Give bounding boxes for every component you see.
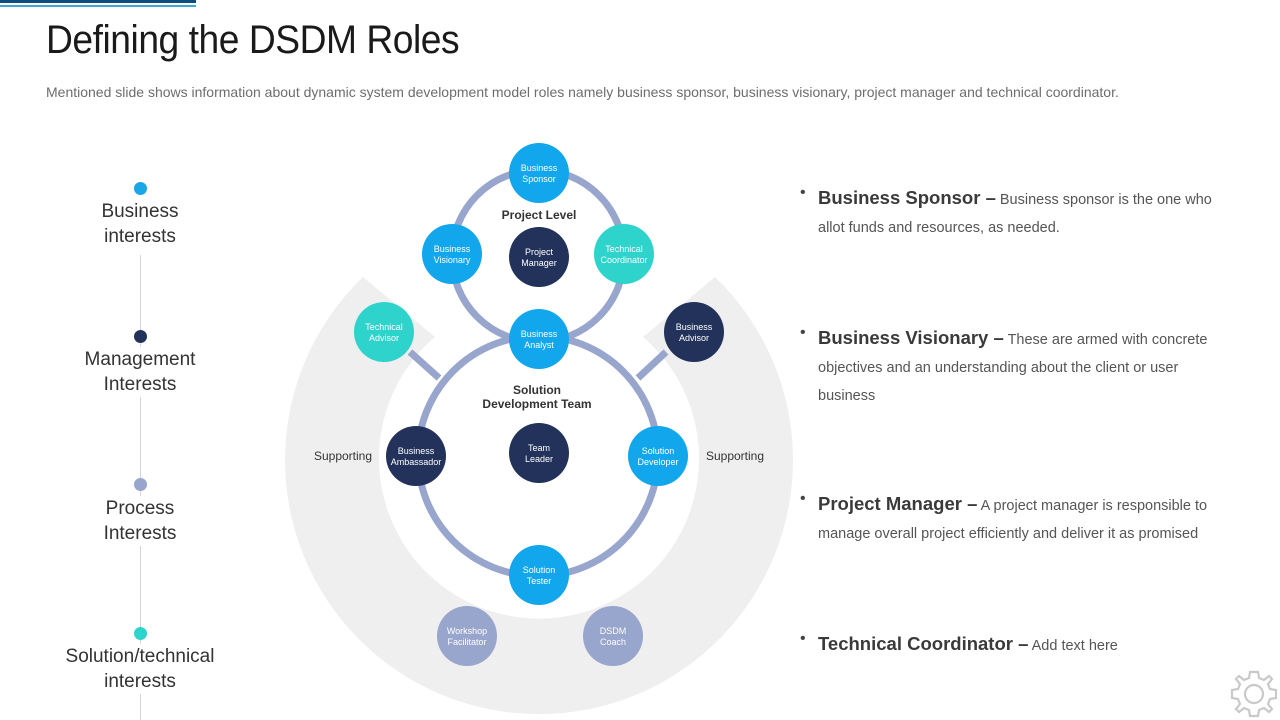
bullet-marker: •: [800, 630, 806, 647]
bullet-marker: •: [800, 184, 806, 201]
node-solution-tester: Solution Tester: [509, 545, 569, 605]
timeline-label-management: Management Interests: [40, 347, 240, 397]
timeline-dot-process: [134, 478, 147, 491]
bullet-heading: Project Manager –: [818, 493, 978, 514]
node-label-line: Business: [398, 446, 435, 456]
bullet-marker: •: [800, 324, 806, 341]
node-business-ambassador: Business Ambassador: [386, 426, 446, 486]
node-label-line: Advisor: [369, 333, 399, 343]
node-label-line: Business: [434, 244, 471, 254]
node-dsdm-coach: DSDM Coach: [583, 606, 643, 666]
node-label-line: Manager: [521, 258, 557, 268]
node-project-manager: Project Manager: [509, 227, 569, 287]
node-business-advisor: Business Advisor: [664, 302, 724, 362]
timeline-label-line: interests: [104, 671, 176, 692]
node-label-line: Ambassador: [391, 457, 442, 467]
timeline-label-line: Business: [101, 201, 179, 222]
node-label-line: DSDM: [600, 626, 627, 636]
bullet-technical-coordinator: • Technical Coordinator – Add text here: [800, 630, 1220, 660]
connector-technical-advisor: [407, 349, 442, 381]
supporting-arc: [285, 277, 794, 715]
bullet-text: Business sponsor is the one who allot fu…: [818, 192, 1212, 236]
bullet-heading: Business Sponsor –: [818, 187, 996, 208]
bullet-text: These are armed with concrete objectives…: [818, 332, 1208, 404]
bullet-body: Business Visionary – These are armed wit…: [818, 324, 1220, 410]
node-business-visionary: Business Visionary: [422, 224, 482, 284]
timeline-label-line: Solution/technical: [65, 646, 215, 667]
node-label-line: Business: [676, 322, 713, 332]
top-accent-bar-light: [0, 5, 196, 7]
node-label-line: Developer: [637, 457, 678, 467]
node-label-line: Workshop: [447, 626, 487, 636]
bullet-business-visionary: • Business Visionary – These are armed w…: [800, 324, 1220, 410]
timeline-label-line: Interests: [103, 374, 177, 395]
node-label-line: Coach: [600, 637, 626, 647]
node-label-line: Facilitator: [447, 637, 486, 647]
timeline-dot-management: [134, 330, 147, 343]
timeline-label-solution-technical: Solution/technical interests: [40, 644, 240, 694]
bullet-heading: Technical Coordinator –: [818, 633, 1029, 654]
bullet-text: Add text here: [1031, 638, 1118, 654]
bullet-text: A project manager is responsible to mana…: [818, 498, 1208, 542]
bullet-body: Business Sponsor – Business sponsor is t…: [818, 184, 1220, 242]
node-label-line: Business: [521, 163, 558, 173]
timeline-label-business: Business interests: [40, 199, 240, 249]
bullet-heading: Business Visionary –: [818, 327, 1004, 348]
timeline-label-line: Process: [105, 498, 175, 519]
node-technical-coordinator: Technical Coordinator: [594, 224, 654, 284]
timeline-dot-business: [134, 182, 147, 195]
timeline-label-line: Interests: [103, 523, 177, 544]
top-accent-bar-dark: [0, 0, 196, 3]
node-label-line: Project: [525, 247, 554, 257]
node-label-line: Solution: [642, 446, 675, 456]
node-label-line: Solution: [523, 565, 556, 575]
bullet-body: Project Manager – A project manager is r…: [818, 490, 1220, 548]
node-team-leader: Team Leader: [509, 423, 569, 483]
node-label-line: Tester: [527, 576, 552, 586]
node-label-line: Leader: [525, 454, 553, 464]
page-title: Defining the DSDM Roles: [46, 18, 460, 62]
node-solution-developer: Solution Developer: [628, 426, 688, 486]
timeline-label-line: interests: [104, 226, 176, 247]
bullet-marker: •: [800, 490, 806, 507]
node-label-line: Technical: [365, 322, 403, 332]
node-label-line: Team: [528, 443, 550, 453]
supporting-label-left: Supporting: [314, 449, 372, 463]
node-label-line: Sponsor: [522, 174, 556, 184]
bullet-business-sponsor: • Business Sponsor – Business sponsor is…: [800, 184, 1220, 242]
bullet-body: Technical Coordinator – Add text here: [818, 630, 1220, 660]
node-label-line: Business: [521, 329, 558, 339]
supporting-label-right: Supporting: [706, 449, 764, 463]
gear-icon[interactable]: [1228, 668, 1280, 720]
node-business-analyst: Business Analyst: [509, 309, 569, 369]
timeline-label-line: Management: [84, 349, 196, 370]
page-subtitle: Mentioned slide shows information about …: [46, 84, 1119, 100]
timeline-label-process: Process Interests: [40, 496, 240, 546]
node-technical-advisor: Technical Advisor: [354, 302, 414, 362]
solution-team-label-line2: Development Team: [482, 397, 591, 411]
node-workshop-facilitator: Workshop Facilitator: [437, 606, 497, 666]
connector-business-advisor: [635, 349, 669, 381]
node-label-line: Coordinator: [600, 255, 647, 265]
node-business-sponsor: Business Sponsor: [509, 143, 569, 203]
node-label-line: Advisor: [679, 333, 709, 343]
top-accent-bar: [0, 0, 196, 8]
bullet-project-manager: • Project Manager – A project manager is…: [800, 490, 1220, 548]
node-label-line: Visionary: [434, 255, 471, 265]
timeline-dot-solution-technical: [134, 627, 147, 640]
project-level-label: Project Level: [502, 208, 577, 222]
node-label-line: Analyst: [524, 340, 554, 350]
solution-team-label-line1: Solution: [513, 383, 561, 397]
node-label-line: Technical: [605, 244, 643, 254]
